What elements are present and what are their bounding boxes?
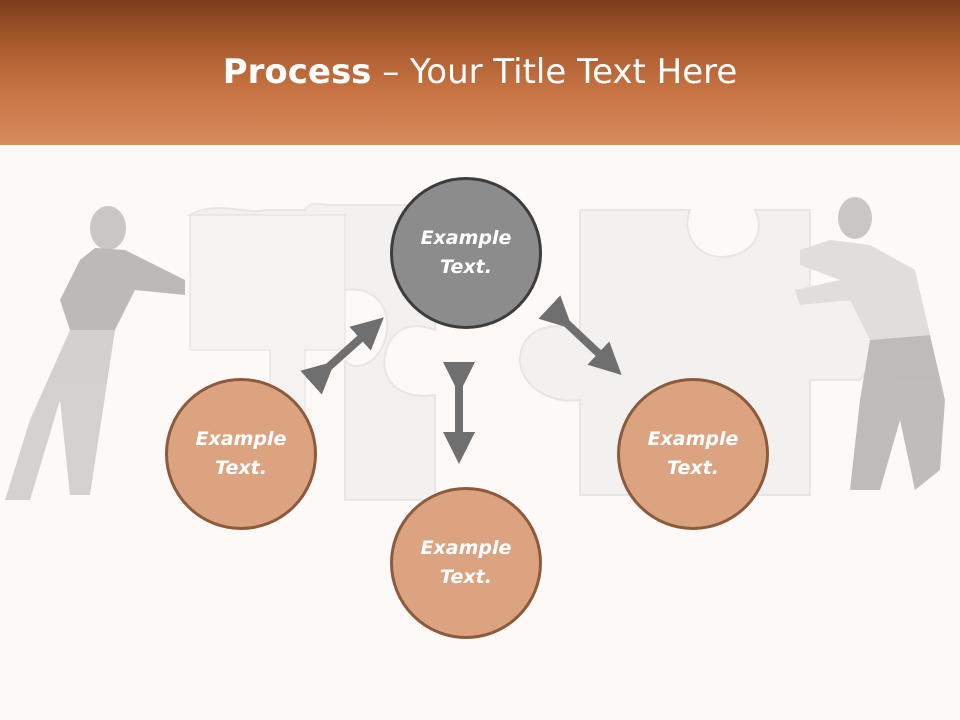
arrow-top-right <box>538 295 622 375</box>
arrow-top-left <box>300 317 384 395</box>
process-node-right[interactable]: Example Text. <box>617 378 769 530</box>
title-rest: – Your Title Text Here <box>371 52 738 92</box>
person-left <box>5 206 185 500</box>
node-label-line: Example <box>420 537 512 559</box>
slide-title: Process – Your Title Text Here <box>0 52 960 92</box>
node-label-line: Text. <box>215 457 267 479</box>
title-bold: Process <box>222 52 372 92</box>
node-label-line: Example <box>647 428 739 450</box>
node-label-line: Example <box>195 428 287 450</box>
process-node-left[interactable]: Example Text. <box>165 378 317 530</box>
person-right <box>795 197 945 490</box>
node-label-line: Text. <box>667 457 719 479</box>
process-node-top[interactable]: Example Text. <box>390 177 542 329</box>
process-node-bottom[interactable]: Example Text. <box>390 487 542 639</box>
node-label-line: Text. <box>440 566 492 588</box>
node-label-line: Text. <box>440 256 492 278</box>
title-bar <box>0 0 960 145</box>
node-label-line: Example <box>420 227 512 249</box>
